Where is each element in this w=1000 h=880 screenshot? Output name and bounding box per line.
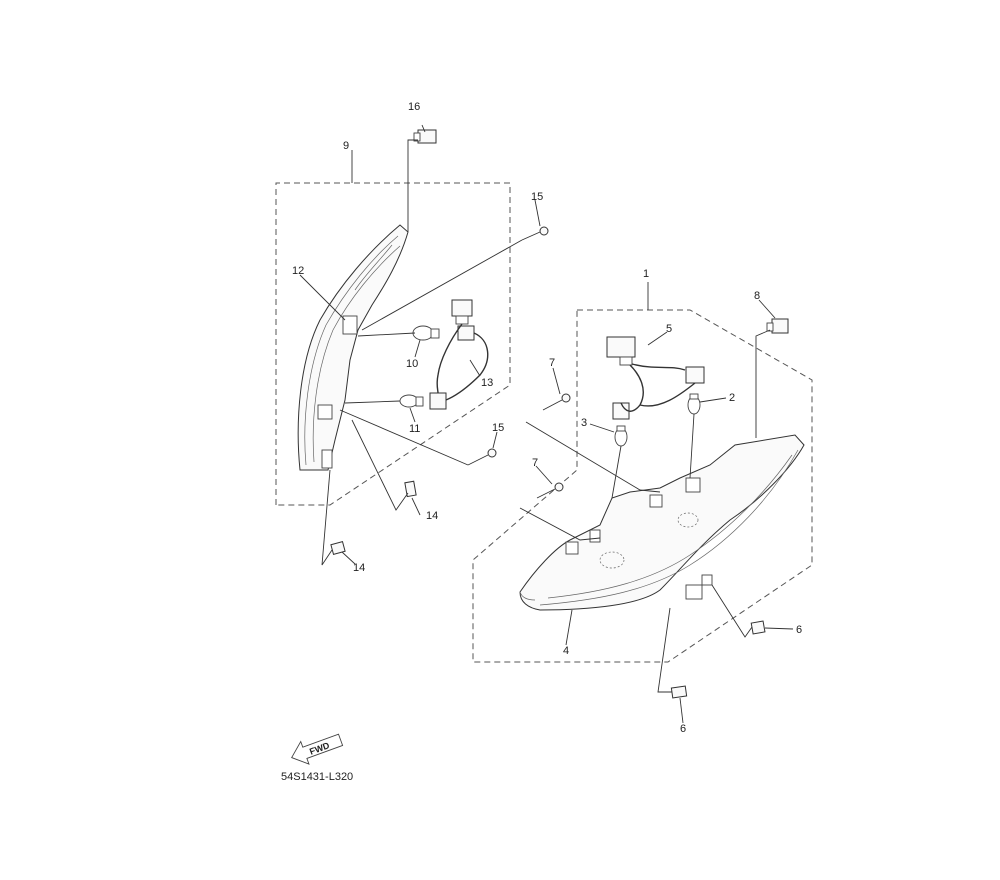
left-lens-housing [297,224,409,471]
clip-14-upper [404,480,417,498]
diagram-code: 54S1431-L320 [281,771,353,783]
fwd-label: FWD [308,740,331,757]
clip-14-lower [330,541,346,555]
label-part-2: 2 [729,392,735,404]
screw-15-lower [467,448,497,466]
label-part-14-lower: 14 [353,562,365,574]
label-part-7-upper: 7 [549,357,555,369]
wire-harness-5 [606,336,705,420]
bulb-3 [614,425,628,447]
label-part-1: 1 [643,268,649,280]
fwd-arrow-icon: FWD [291,733,344,765]
label-part-10: 10 [406,358,418,370]
clip-6-right [750,620,766,635]
label-part-6-right: 6 [796,624,802,636]
connector-16 [413,129,437,144]
wire-harness-13 [429,299,489,410]
right-lens-housing [519,434,805,611]
label-part-8: 8 [754,290,760,302]
label-part-14-upper: 14 [426,510,438,522]
label-part-5: 5 [666,323,672,335]
label-part-3: 3 [581,417,587,429]
label-part-16: 16 [408,101,420,113]
label-part-9: 9 [343,140,349,152]
label-part-7-lower: 7 [532,457,538,469]
screw-7-upper [542,393,571,411]
connector-8 [766,318,789,334]
screw-15-upper [521,226,549,241]
label-part-15-lower: 15 [492,422,504,434]
label-part-12: 12 [292,265,304,277]
label-part-6-bottom: 6 [680,723,686,735]
bulb-11 [399,394,424,408]
clip-6-bottom [670,685,688,699]
label-part-15-upper: 15 [531,191,543,203]
label-part-4: 4 [563,645,569,657]
label-part-13: 13 [481,377,493,389]
assembly-9-outline [275,182,511,506]
label-part-11: 11 [409,423,420,435]
bulb-10 [412,325,440,341]
assembly-1-outline [472,309,813,663]
bulb-2 [687,393,701,415]
screw-7-lower [536,482,564,499]
